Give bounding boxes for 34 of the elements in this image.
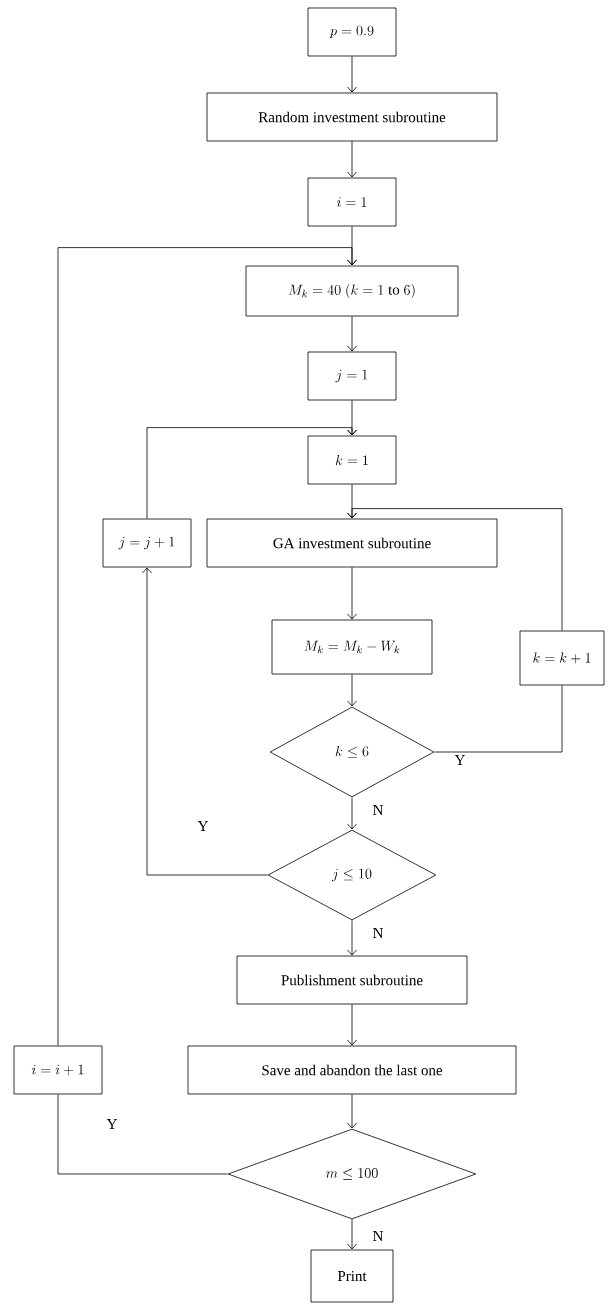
arrow — [347, 674, 357, 707]
edge-label: N — [371, 1230, 385, 1242]
edge-label: Y — [453, 754, 467, 766]
arrow — [142, 567, 268, 876]
process-box: GA investment subroutine — [206, 518, 498, 568]
arrow — [347, 920, 357, 956]
process-box: Print — [310, 1249, 394, 1303]
edge-label: Y — [196, 820, 210, 832]
process-box: $M_k = M_k - W_k$ — [271, 619, 433, 675]
process-box: $j = j + 1$ — [102, 518, 192, 568]
arrow — [347, 141, 357, 178]
edge-label: N — [371, 804, 385, 816]
process-box: $k = 1$ — [307, 435, 397, 485]
process-box: $i = 1$ — [307, 177, 397, 227]
arrow — [347, 508, 563, 631]
edge-label: N — [371, 927, 385, 939]
process-box: Publishment subroutine — [236, 955, 468, 1005]
process-box: Save and abandon the last one — [187, 1045, 517, 1095]
arrow — [347, 1219, 357, 1250]
arrow — [347, 56, 357, 93]
process-box: $i = i + 1$ — [13, 1045, 103, 1095]
arrow — [347, 1004, 357, 1046]
arrow — [347, 567, 357, 620]
process-box: $j = 1$ — [307, 351, 397, 401]
arrow — [146, 427, 357, 519]
process-box: $M_k = 40\ (k = 1 \mbox{ to } 6)$ — [245, 265, 459, 317]
process-box: $p = 0.9$ — [307, 7, 397, 57]
arrow — [347, 1094, 357, 1129]
edge-label: Y — [105, 1118, 119, 1130]
arrow — [347, 797, 357, 830]
process-box: Random investment subroutine — [206, 92, 498, 142]
arrow — [57, 247, 357, 1046]
process-box: $k = k + 1$ — [519, 630, 605, 686]
arrow — [347, 316, 357, 352]
